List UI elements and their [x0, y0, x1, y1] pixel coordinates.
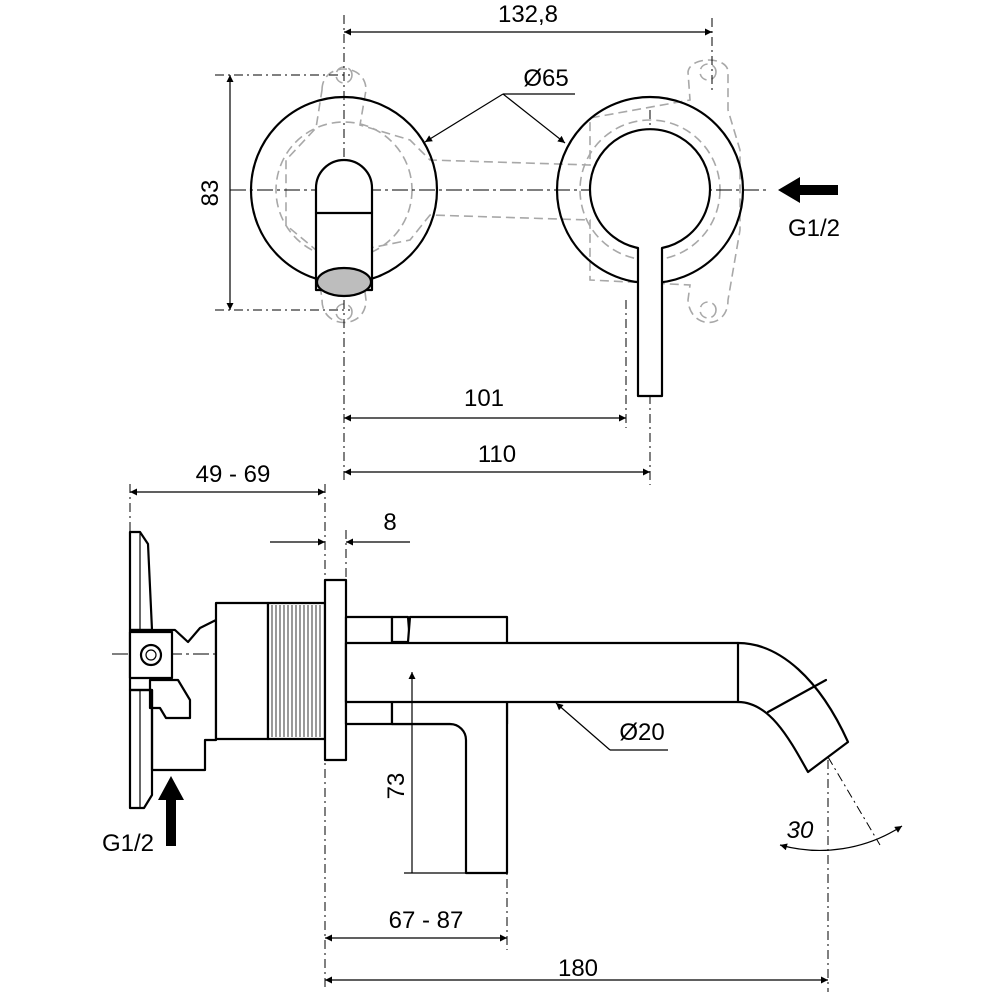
top-view: 132,8 Ø65 83 101 110 G1/2	[197, 1, 840, 485]
dim-arc-30	[779, 825, 903, 852]
spout-outlet-axis	[827, 756, 881, 846]
dim-leader-o20	[555, 702, 611, 751]
dim-label-110: 110	[478, 441, 516, 468]
dim-label-30: 30	[787, 817, 814, 844]
valve-knob-ring	[139, 643, 163, 667]
inlet-label-bottom: G1/2	[102, 830, 154, 857]
dim-label-132-8: 132,8	[498, 1, 558, 28]
side-view: Ø20 30 49 - 69 8 73 67 - 87 180 G1/2	[102, 461, 903, 992]
dim-label-73: 73	[383, 773, 410, 800]
spout-side	[344, 641, 850, 774]
dim-label-180: 180	[558, 955, 598, 982]
dim-label-o65: Ø65	[523, 65, 568, 92]
dim-label-o20: Ø20	[619, 719, 664, 746]
dim-label-67-87: 67 - 87	[389, 907, 464, 934]
threaded-cartridge	[214, 601, 327, 741]
wall-plate	[323, 578, 348, 762]
inlet-arrow-top	[778, 177, 838, 203]
valve-knob	[128, 630, 174, 680]
mixer-lever-top-view	[588, 128, 712, 398]
dim-label-8: 8	[383, 509, 396, 536]
dim-label-83: 83	[197, 180, 224, 207]
dim-label-49-69: 49 - 69	[196, 461, 271, 488]
dim-leader-o65-left	[424, 93, 504, 143]
spout-top-view	[314, 158, 374, 298]
inlet-label-top: G1/2	[788, 215, 840, 242]
dim-leader-o65-right	[502, 93, 566, 144]
valve-body	[128, 618, 218, 772]
dim-label-101: 101	[464, 385, 504, 412]
inlet-arrow-bottom	[158, 776, 184, 846]
